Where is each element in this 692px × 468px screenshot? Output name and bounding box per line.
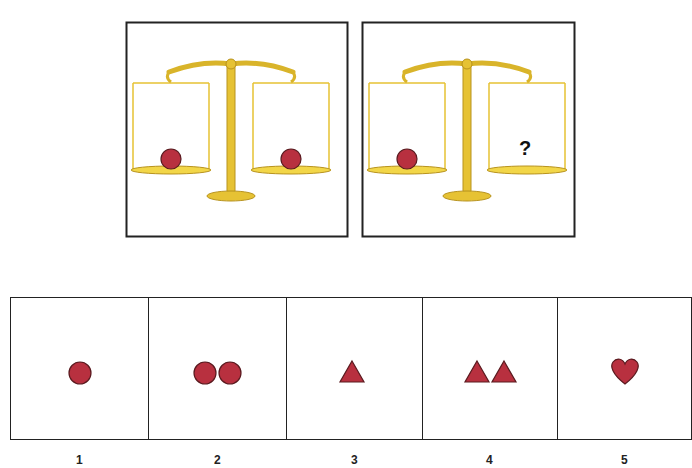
option-box: 4 [422,297,557,468]
option-frame [286,297,423,440]
option-number: 3 [351,453,358,467]
option-number: 1 [76,453,83,467]
option-number: 5 [621,453,628,467]
option-box: 2 [148,297,286,468]
option-number: 2 [214,453,221,467]
option-box: 5 [557,297,692,468]
option-frame [422,297,558,440]
question-mark: ? [519,137,531,160]
scale-figure [367,59,567,201]
option-box: 3 [286,297,422,468]
option-number: 4 [486,453,493,467]
scale-figure [131,59,331,201]
option-frame [148,297,287,440]
option-frame [557,297,692,440]
option-box: 1 [10,297,148,468]
option-frame [10,297,149,440]
scene-frame [127,23,348,237]
scene-frame [363,23,575,237]
